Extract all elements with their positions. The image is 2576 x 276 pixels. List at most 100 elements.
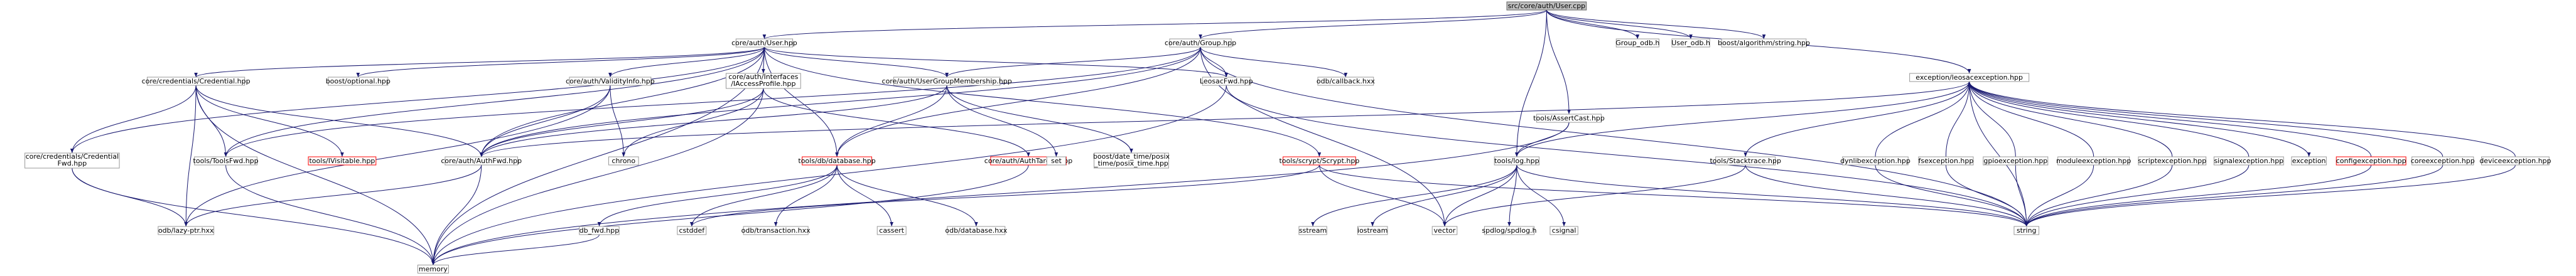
node-box (1484, 226, 1535, 235)
node-userhpp[interactable]: core/auth/User.hpp (731, 38, 797, 48)
node-memory[interactable]: memory (417, 265, 449, 273)
node-set[interactable]: set (1046, 156, 1066, 166)
node-box (2013, 226, 2040, 235)
node-stacktrace[interactable]: tools/Stacktrace.hpp (1710, 156, 1781, 166)
node-credhpp[interactable]: core/credentials/Credential.hpp (142, 77, 251, 86)
node-box (947, 226, 1006, 235)
node-label: core/auth/Group.hpp (1165, 39, 1236, 47)
node-box (417, 265, 449, 273)
edge-userhpp-to-credfwd (70, 46, 765, 154)
node-iaccess[interactable]: core/auth/Interfaces/IAccessProfile.hpp (725, 73, 801, 89)
node-vector[interactable]: vector (1431, 226, 1458, 235)
node-odblazy[interactable]: odb/lazy-ptr.hxx (158, 226, 215, 235)
edge-configexc-to-leosacexc (1967, 81, 2372, 157)
node-exception[interactable]: exception (2291, 156, 2327, 166)
node-scrypt[interactable]: tools/scrypt/Scrypt.hpp (1279, 156, 1359, 166)
edge-iaccess-to-memory (431, 88, 764, 265)
node-odbdb[interactable]: odb/database.hxx (945, 226, 1008, 235)
edge-leosacfwd-to-string (1226, 85, 2029, 227)
node-iostream[interactable]: iostream (1357, 226, 1388, 235)
node-toolsfwd[interactable]: tools/ToolsFwd.hpp (193, 156, 259, 166)
node-userodb[interactable]: User_odb.h (1671, 38, 1710, 48)
node-box (2412, 156, 2474, 166)
edge-loghpp-to-vector (1443, 164, 1517, 227)
node-box (1918, 156, 1974, 166)
edge-authfwd-to-memory (431, 164, 482, 265)
node-leosacexc[interactable]: exception/leosacexception.hpp (1909, 73, 2030, 82)
edge-credhpp-to-odblazy (184, 85, 197, 227)
node-spdlog[interactable]: spdlog/spdlog.h (1482, 226, 1537, 235)
node-box (445, 156, 519, 166)
node-loghpp[interactable]: tools/log.hpp (1494, 156, 1540, 166)
edge-ugm-to-authfwd (480, 85, 947, 157)
node-label: core/auth/User.hpp (731, 39, 797, 47)
node-coreexc[interactable]: coreexception.hpp (2411, 156, 2475, 166)
node-box (1494, 156, 1540, 166)
edge-root-to-userhpp (763, 9, 1547, 40)
node-authfwd[interactable]: core/auth/AuthFwd.hpp (441, 156, 522, 166)
node-leosacfwd[interactable]: LeosacFwd.hpp (1200, 77, 1253, 86)
edge-dbhpp-to-odbdb (836, 164, 978, 227)
edge-gpioexc-to-string (2015, 164, 2029, 227)
node-csignal[interactable]: csignal (1549, 226, 1578, 235)
edge-ugm-to-posix (946, 85, 1133, 154)
node-fsexc[interactable]: fsexception.hpp (1918, 156, 1974, 166)
node-chrono[interactable]: chrono (608, 156, 639, 166)
node-label: _time/posix_time.hpp (1094, 159, 1168, 167)
node-dbfwd[interactable]: db_fwd.hpp (579, 226, 620, 235)
node-deviceexc[interactable]: deviceexception.hpp (2479, 156, 2552, 166)
edge-grouphpp-to-ugm (945, 46, 1201, 78)
node-box (677, 226, 707, 235)
node-cassert[interactable]: cassert (876, 226, 907, 235)
edge-loghpp-to-csignal (1516, 164, 1566, 227)
node-box (1298, 226, 1327, 235)
node-scriptexc[interactable]: scriptexception.hpp (2138, 156, 2206, 166)
node-configexc[interactable]: configexception.hpp (2336, 156, 2406, 166)
node-label: signalexception.hpp (2214, 157, 2283, 165)
node-cstddef[interactable]: cstddef (677, 226, 707, 235)
edge-assertcast-to-memory (431, 122, 1570, 265)
edge-dbfwd-to-memory (431, 234, 600, 265)
edge-signalexc-to-leosacexc (1967, 81, 2250, 157)
node-groupodb[interactable]: Group_odb.h (1615, 38, 1659, 48)
node-root[interactable]: src/core/auth/User.cpp (1506, 1, 1587, 11)
node-odbtrans[interactable]: odb/transaction.hxx (741, 226, 811, 235)
edge-userhpp-to-scrypt (763, 46, 1322, 157)
edge-userhpp-to-toolsfwd (224, 46, 765, 157)
edge-dylib-to-string (1875, 164, 2029, 227)
node-string[interactable]: string (2013, 226, 2040, 235)
node-assertcast[interactable]: tools/AssertCast.hpp (1533, 114, 1605, 123)
edge-credhpp-to-authfwd (195, 85, 483, 157)
node-signalexc[interactable]: signalexception.hpp (2213, 156, 2284, 166)
node-box (194, 156, 258, 166)
node-label: coreexception.hpp (2411, 157, 2475, 165)
edge-iaccess-to-authtarget (763, 88, 1030, 157)
node-box (725, 73, 801, 89)
node-boostopt[interactable]: boost/optional.hpp (326, 77, 391, 86)
node-box (1983, 156, 2049, 166)
edge-leosacexc-to-exception (1969, 81, 2311, 157)
node-ugm[interactable]: core/auth/UserGroupMembership.hpp (882, 77, 1012, 86)
node-validity[interactable]: core/auth/ValidityInfo.hpp (566, 77, 655, 86)
node-moduleexc[interactable]: moduleexception.hpp (2056, 156, 2131, 166)
edge-stacktrace-to-vector (1443, 164, 1746, 227)
edge-dbhpp-to-cassert (836, 164, 893, 227)
node-box (876, 226, 907, 235)
edge-leosacexc-to-authfwd (480, 81, 1970, 157)
edge-loghpp-to-iostream (1371, 164, 1517, 227)
node-dbhpp[interactable]: tools/db/database.hpp (798, 156, 876, 166)
node-grouphpp[interactable]: core/auth/Group.hpp (1165, 38, 1236, 48)
node-box (893, 77, 1001, 86)
node-box (735, 38, 794, 48)
node-label: /IAccessProfile.hpp (731, 80, 795, 88)
node-boostalgo[interactable]: boost/algorithm/string.hpp (1718, 38, 1810, 48)
node-posix[interactable]: boost/date_time/posix_time/posix_time.hp… (1093, 152, 1170, 169)
node-odbcallback[interactable]: odb/callback.hxx (1317, 77, 1375, 86)
node-box (579, 226, 620, 235)
node-visitable[interactable]: tools/IVisitable.hpp (308, 156, 377, 166)
node-label: tools/log.hpp (1494, 157, 1539, 165)
node-dylib[interactable]: dynlibexception.hpp (1840, 156, 1910, 166)
node-gpioexc[interactable]: gpioexception.hpp (1983, 156, 2049, 166)
node-sstream[interactable]: sstream (1298, 226, 1327, 235)
